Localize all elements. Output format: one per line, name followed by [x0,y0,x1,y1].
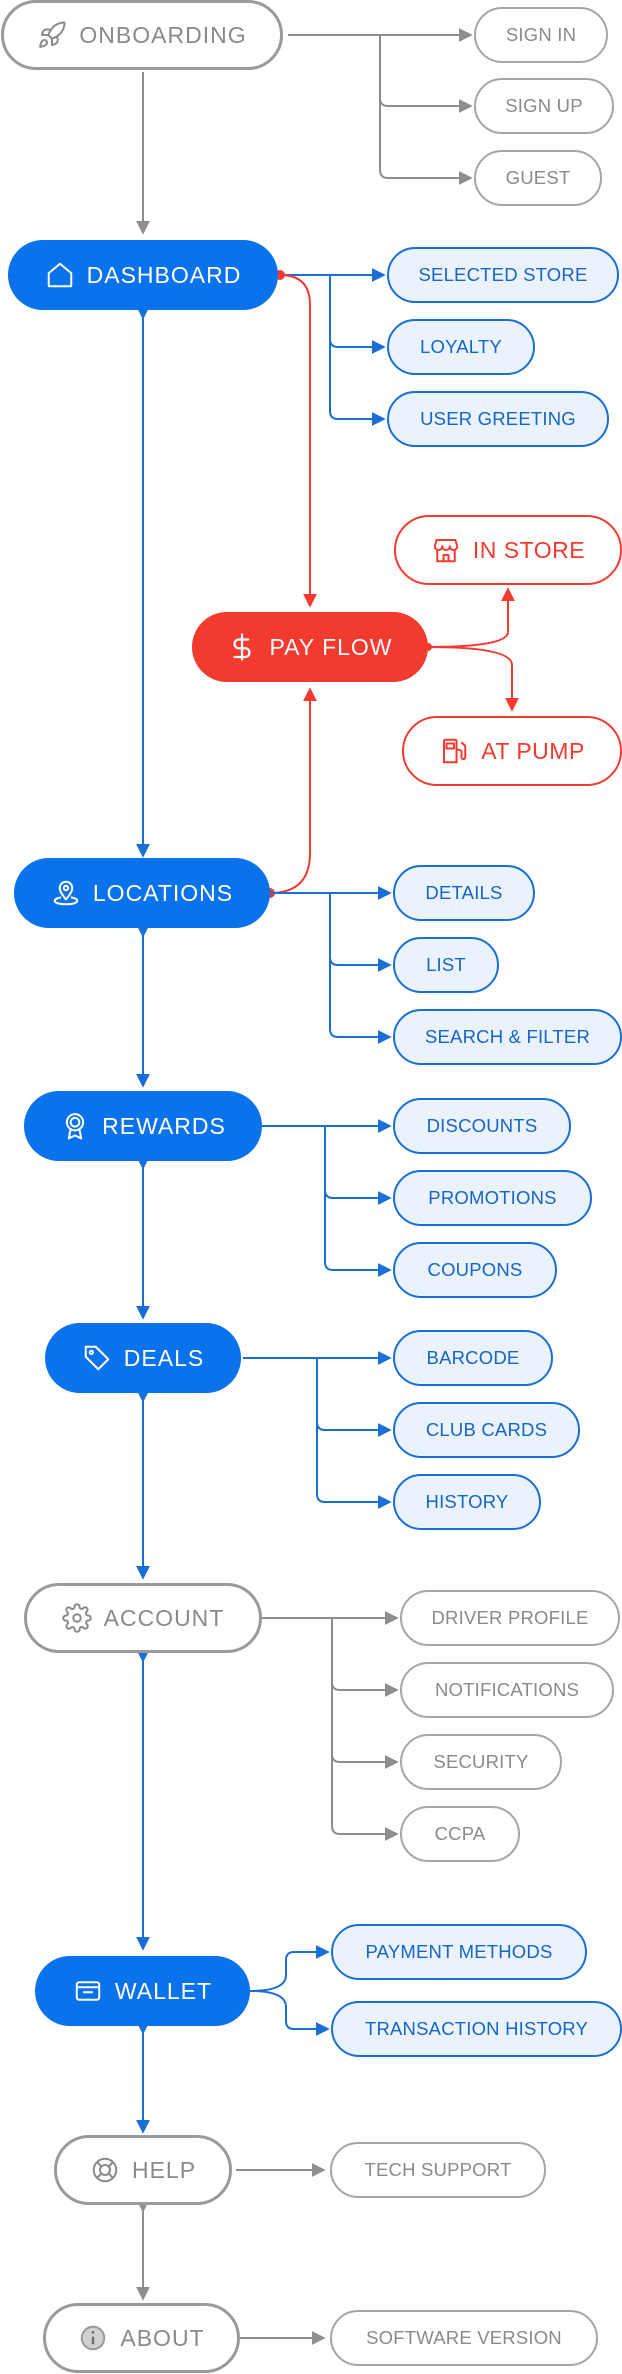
node-list[interactable]: LIST [393,937,499,993]
tag-icon [82,1343,112,1373]
node-label: PAY FLOW [269,633,393,660]
rocket-icon [37,20,67,50]
node-software-version[interactable]: SOFTWARE VERSION [330,2310,598,2366]
node-ccpa[interactable]: CCPA [400,1806,520,1862]
node-notifications[interactable]: NOTIFICATIONS [400,1662,614,1718]
node-pay-flow[interactable]: PAY FLOW [192,612,428,682]
node-label: REWARDS [102,1112,226,1139]
node-label: LOCATIONS [92,879,234,906]
node-label: SEARCH & FILTER [424,1026,591,1047]
node-selected-store[interactable]: SELECTED STORE [387,247,619,303]
node-label: AT PUMP [481,737,585,764]
node-rewards[interactable]: REWARDS [24,1091,262,1161]
node-label: DASHBOARD [86,261,242,288]
node-label: ABOUT [120,2324,205,2351]
dollar-icon [227,632,257,662]
node-label: PAYMENT METHODS [365,1941,553,1962]
node-tech-support[interactable]: TECH SUPPORT [330,2142,546,2198]
node-label: WALLET [114,1977,213,2004]
lifebuoy-icon [90,2155,120,2185]
node-label: NOTIFICATIONS [434,1679,580,1700]
storefront-icon [431,535,461,565]
node-history[interactable]: HISTORY [393,1474,541,1530]
node-label: TRANSACTION HISTORY [364,2018,589,2039]
node-label: ACCOUNT [103,1604,225,1631]
fuel-pump-icon [439,736,469,766]
wallet-icon [73,1976,103,2006]
node-label: SELECTED STORE [418,264,588,285]
node-label: DEALS [123,1344,205,1371]
node-deals[interactable]: DEALS [45,1323,241,1393]
node-label: SIGN UP [505,95,583,116]
node-at-pump[interactable]: AT PUMP [402,716,622,786]
node-about[interactable]: ABOUT [43,2303,240,2373]
node-onboarding[interactable]: ONBOARDING [1,0,283,70]
node-label: COUPONS [427,1259,523,1280]
gear-icon [61,1603,92,1633]
node-label: TECH SUPPORT [364,2159,512,2180]
node-search-filter[interactable]: SEARCH & FILTER [393,1009,622,1065]
node-label: CLUB CARDS [425,1419,548,1440]
node-guest[interactable]: GUEST [474,150,602,206]
node-transaction-history[interactable]: TRANSACTION HISTORY [331,2001,622,2057]
node-dashboard[interactable]: DASHBOARD [8,240,278,310]
node-label: BARCODE [426,1347,520,1368]
node-discounts[interactable]: DISCOUNTS [393,1098,571,1154]
node-label: GUEST [505,167,571,188]
node-label: DETAILS [425,882,503,903]
node-label: SECURITY [433,1751,529,1772]
node-coupons[interactable]: COUPONS [393,1242,557,1298]
award-ribbon-icon [60,1111,90,1141]
node-account[interactable]: ACCOUNT [24,1583,262,1653]
node-driver-profile[interactable]: DRIVER PROFILE [400,1590,620,1646]
node-label: IN STORE [472,536,586,563]
node-label: HISTORY [425,1491,509,1512]
node-wallet[interactable]: WALLET [35,1956,250,2026]
node-payment-methods[interactable]: PAYMENT METHODS [331,1924,587,1980]
node-barcode[interactable]: BARCODE [393,1330,553,1386]
node-label: ONBOARDING [79,21,247,48]
node-label: LOYALTY [420,336,502,357]
node-sign-up[interactable]: SIGN UP [474,78,614,134]
node-club-cards[interactable]: CLUB CARDS [393,1402,580,1458]
node-label: PROMOTIONS [428,1187,557,1208]
info-icon [78,2323,108,2353]
home-icon [45,260,75,290]
node-label: SOFTWARE VERSION [366,2327,562,2348]
node-help[interactable]: HELP [54,2135,232,2205]
node-promotions[interactable]: PROMOTIONS [393,1170,592,1226]
node-label: DISCOUNTS [426,1115,538,1136]
node-loyalty[interactable]: LOYALTY [387,319,535,375]
node-label: CCPA [434,1823,486,1844]
node-label: SIGN IN [505,24,577,45]
location-pin-icon [51,878,81,908]
node-user-greeting[interactable]: USER GREETING [387,391,609,447]
node-label: HELP [131,2156,197,2183]
node-sign-in[interactable]: SIGN IN [474,7,608,63]
node-security[interactable]: SECURITY [400,1734,562,1790]
node-label: USER GREETING [420,408,576,429]
node-label: DRIVER PROFILE [431,1607,589,1628]
node-details[interactable]: DETAILS [393,865,535,921]
node-label: LIST [426,954,466,975]
node-in-store[interactable]: IN STORE [394,515,622,585]
node-locations[interactable]: LOCATIONS [14,858,270,928]
